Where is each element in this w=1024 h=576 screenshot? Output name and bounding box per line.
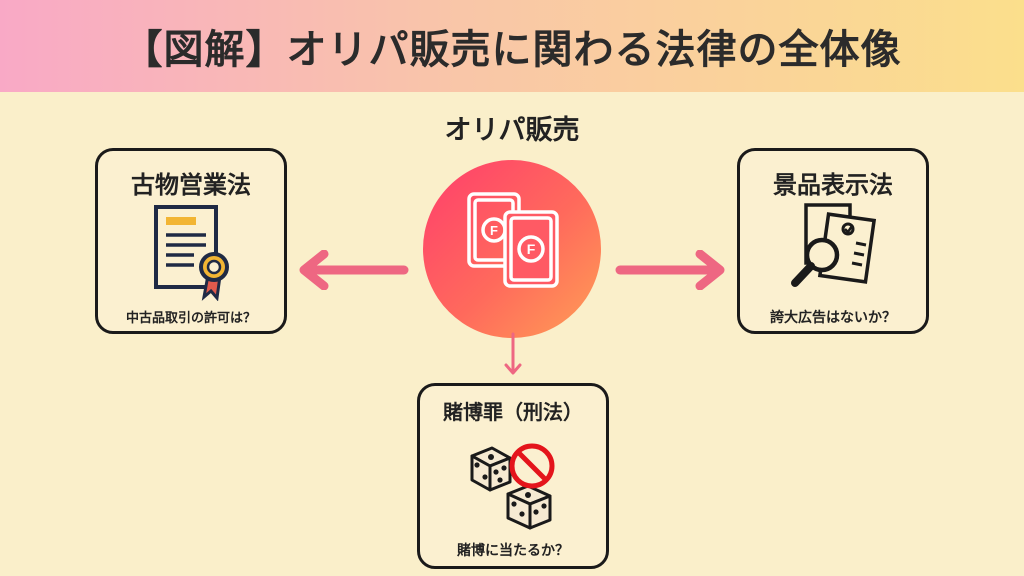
box-antique-dealers-act: 古物営業法 中古品取引の許可は？ [95, 148, 287, 334]
arrow-left [299, 250, 409, 290]
box-subtitle: 賭博に当たるか？ [457, 543, 569, 559]
certificate-icon [154, 205, 229, 301]
box-title: 賭博罪（刑法） [443, 400, 583, 424]
page-title: 【図解】オリパ販売に関わる法律の全体像 [122, 27, 902, 73]
header-banner: 【図解】オリパ販売に関わる法律の全体像 [0, 0, 1024, 92]
center-circle: F F [423, 160, 601, 338]
svg-text:F: F [527, 241, 536, 257]
document-magnifier-icon [791, 203, 877, 287]
center-label: オリパ販売 [444, 115, 580, 146]
box-subtitle: 中古品取引の許可は？ [125, 311, 256, 326]
oripa-cards-icon: F F [467, 192, 559, 288]
box-title: 古物営業法 [131, 171, 251, 199]
box-premiums-act: 景品表示法 誇大広告はないか？ [737, 148, 929, 334]
box-title: 景品表示法 [773, 171, 893, 199]
box-gambling-crime: 賭博罪（刑法） 賭博に当たるか？ [417, 383, 609, 569]
arrow-right [615, 250, 725, 290]
arrow-down [504, 332, 522, 375]
box-subtitle: 誇大広告はないか？ [770, 310, 896, 326]
svg-text:F: F [490, 223, 498, 238]
dice-prohibited-icon [470, 443, 555, 530]
